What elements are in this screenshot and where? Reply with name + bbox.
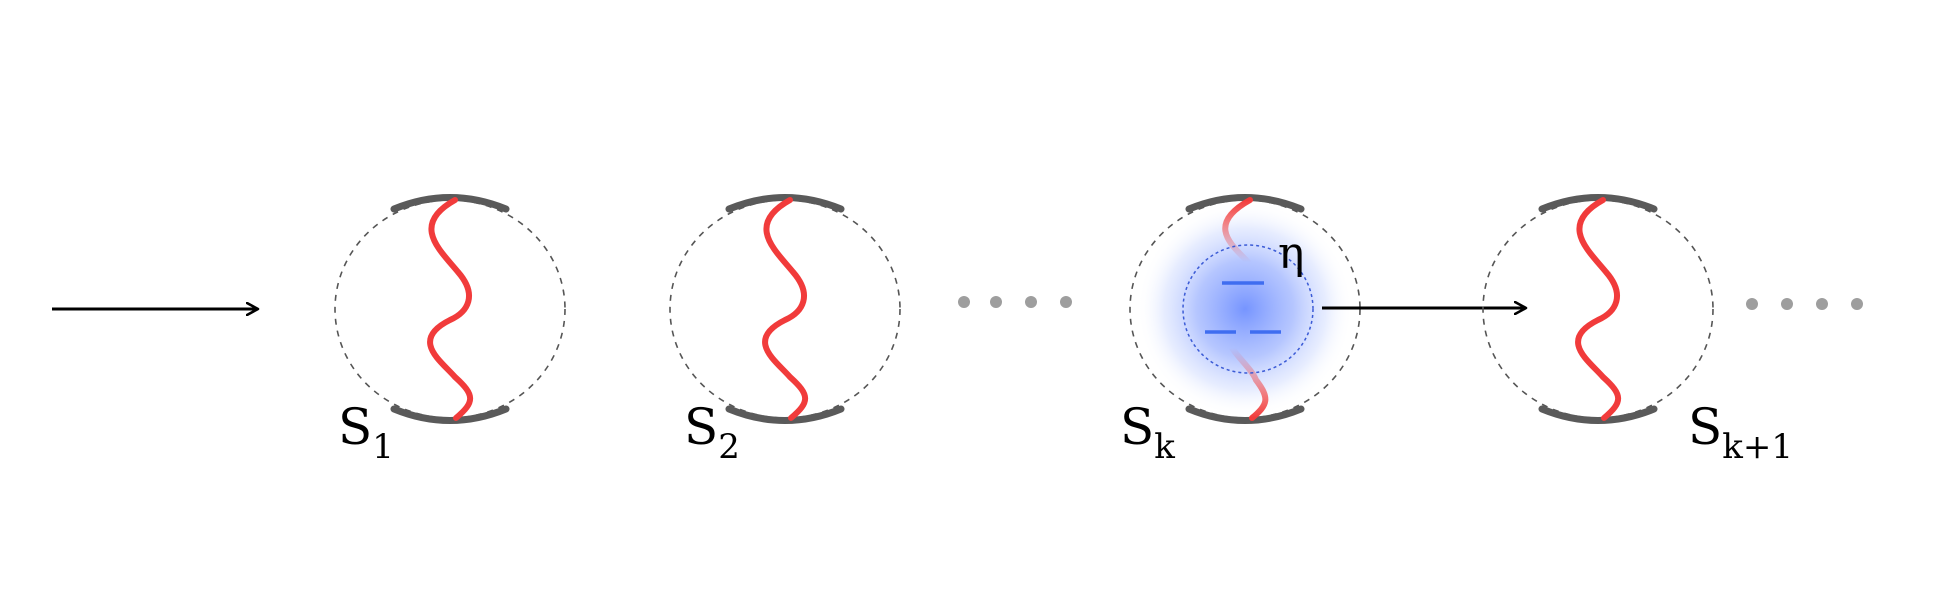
cavity-sk: η bbox=[1129, 194, 1361, 424]
photon-wave-lower bbox=[1229, 345, 1269, 421]
station-name: S bbox=[338, 398, 372, 456]
cavity-outline bbox=[669, 199, 901, 419]
dot bbox=[1781, 298, 1793, 310]
bottom-mirror bbox=[1185, 405, 1305, 424]
dot bbox=[1060, 296, 1072, 308]
station-name: S bbox=[684, 398, 718, 456]
station-subscript: 1 bbox=[372, 427, 394, 467]
station-name: S bbox=[1120, 398, 1154, 456]
probe-atom-outline bbox=[1182, 244, 1314, 374]
top-mirror bbox=[1185, 194, 1305, 213]
bottom-mirror bbox=[1538, 405, 1658, 424]
station-label-sk: Sk bbox=[1120, 398, 1175, 467]
dot bbox=[990, 296, 1002, 308]
bottom-mirror bbox=[725, 405, 845, 424]
photon-wave bbox=[427, 197, 474, 421]
station-label-s1: S1 bbox=[338, 398, 394, 467]
station-subscript: 2 bbox=[718, 427, 740, 467]
ellipsis-dots bbox=[1746, 298, 1863, 310]
probe-glow bbox=[1137, 201, 1353, 417]
cavity-s2 bbox=[669, 194, 901, 424]
cavity-outline bbox=[1482, 199, 1714, 419]
photon-wave bbox=[1575, 197, 1622, 421]
cavity-outline bbox=[334, 199, 566, 419]
dot bbox=[1851, 298, 1863, 310]
station-subscript: k bbox=[1154, 427, 1175, 467]
cavity-sk1 bbox=[1482, 194, 1714, 424]
dot bbox=[1746, 298, 1758, 310]
dot bbox=[958, 296, 970, 308]
station-label-sk1: Sk+1 bbox=[1688, 398, 1793, 467]
station-subscript: k+1 bbox=[1722, 427, 1793, 467]
top-mirror bbox=[725, 194, 845, 213]
ellipsis-dots bbox=[958, 296, 1072, 308]
top-mirror bbox=[1538, 194, 1658, 213]
bottom-mirror bbox=[390, 405, 510, 424]
station-label-s2: S2 bbox=[684, 398, 740, 467]
probe-label-eta: η bbox=[1278, 228, 1304, 279]
dot bbox=[1025, 296, 1037, 308]
top-mirror bbox=[390, 194, 510, 213]
dot bbox=[1816, 298, 1828, 310]
photon-wave bbox=[762, 197, 809, 421]
station-name: S bbox=[1688, 398, 1722, 456]
photon-wave-upper bbox=[1222, 197, 1253, 265]
cavity-s1 bbox=[334, 194, 566, 424]
